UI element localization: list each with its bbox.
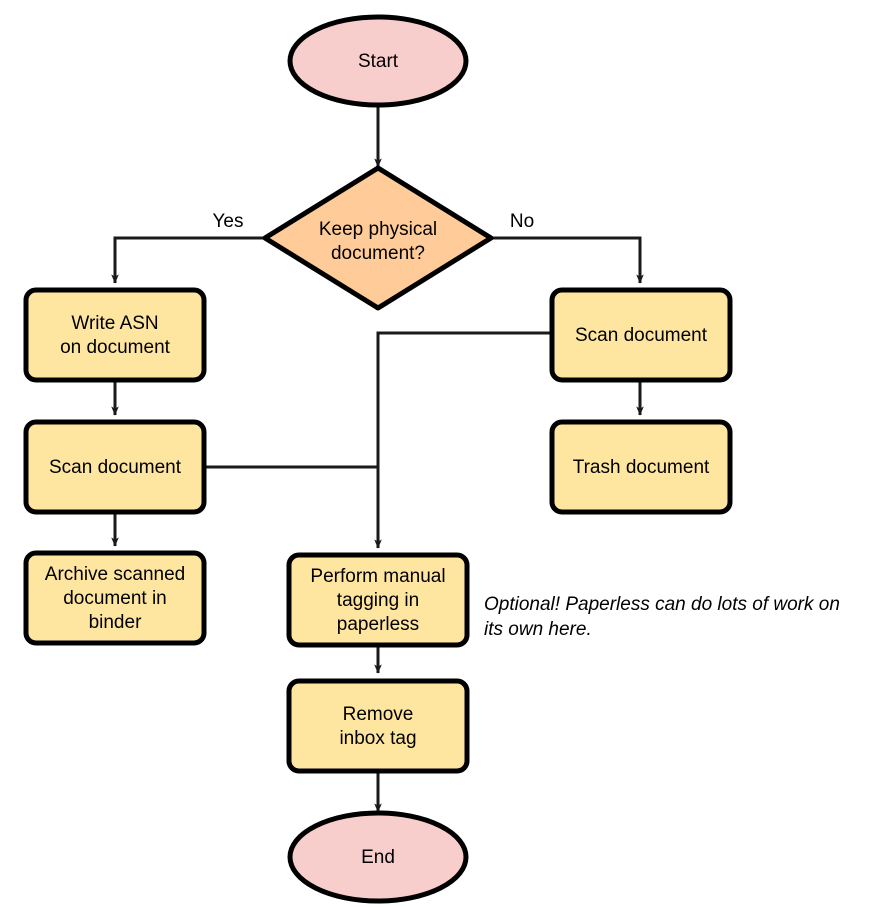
- node-perform-manual-tagging[interactable]: Perform manual tagging in paperless: [286, 552, 470, 648]
- edge-scan-right-to-tagging: [374, 331, 552, 549]
- start-ellipse: [287, 14, 469, 108]
- remove-inbox-label-line1: Remove: [343, 704, 414, 725]
- archive-label-line3: binder: [89, 612, 142, 633]
- edge-decision-no-to-scan-right: [491, 236, 644, 284]
- trash-document-box: [549, 419, 733, 515]
- end-ellipse: [287, 810, 469, 904]
- scan-document-right-box: [549, 287, 733, 383]
- node-end[interactable]: End: [287, 810, 469, 904]
- node-scan-document-left[interactable]: Scan document: [23, 419, 207, 515]
- annotation-line1: Optional! Paperless can do lots of work …: [484, 594, 840, 615]
- node-write-asn-on-document[interactable]: Write ASN on document: [23, 287, 207, 383]
- tagging-label-line2: tagging in: [337, 590, 419, 611]
- archive-box: [23, 550, 207, 646]
- edge-label-yes: Yes: [213, 211, 244, 232]
- start-label: Start: [358, 51, 399, 72]
- annotation-line2: its own here.: [484, 619, 592, 640]
- node-start[interactable]: Start: [287, 14, 469, 108]
- write-asn-label-line2: on document: [60, 337, 171, 358]
- node-remove-inbox-tag[interactable]: Remove inbox tag: [286, 678, 470, 774]
- write-asn-box: [23, 287, 207, 383]
- scan-document-left-box: [23, 419, 207, 515]
- node-decision-keep-physical-document[interactable]: Keep physical document?: [262, 165, 494, 311]
- decision-label-line2: document?: [331, 243, 425, 264]
- scan-document-left-label: Scan document: [49, 457, 182, 478]
- scan-document-right-label: Scan document: [575, 325, 708, 346]
- node-scan-document-right[interactable]: Scan document: [549, 287, 733, 383]
- edge-decision-yes-to-write-asn: [111, 236, 265, 284]
- node-archive-scanned-document[interactable]: Archive scanned document in binder: [23, 550, 207, 646]
- remove-inbox-label-line2: inbox tag: [339, 728, 416, 749]
- end-label: End: [361, 847, 395, 868]
- decision-diamond: [262, 165, 494, 311]
- annotation-optional-paperless: Optional! Paperless can do lots of work …: [484, 594, 840, 640]
- edge-label-no: No: [510, 211, 534, 232]
- remove-inbox-box: [286, 678, 470, 774]
- archive-label-line2: document in: [63, 588, 167, 609]
- tagging-box: [286, 552, 470, 648]
- decision-label-line1: Keep physical: [319, 219, 437, 240]
- write-asn-label-line1: Write ASN: [71, 313, 158, 334]
- archive-label-line1: Archive scanned: [45, 564, 185, 585]
- node-trash-document[interactable]: Trash document: [549, 419, 733, 515]
- tagging-label-line3: paperless: [337, 614, 419, 635]
- tagging-label-line1: Perform manual: [310, 566, 445, 587]
- trash-document-label: Trash document: [573, 457, 710, 478]
